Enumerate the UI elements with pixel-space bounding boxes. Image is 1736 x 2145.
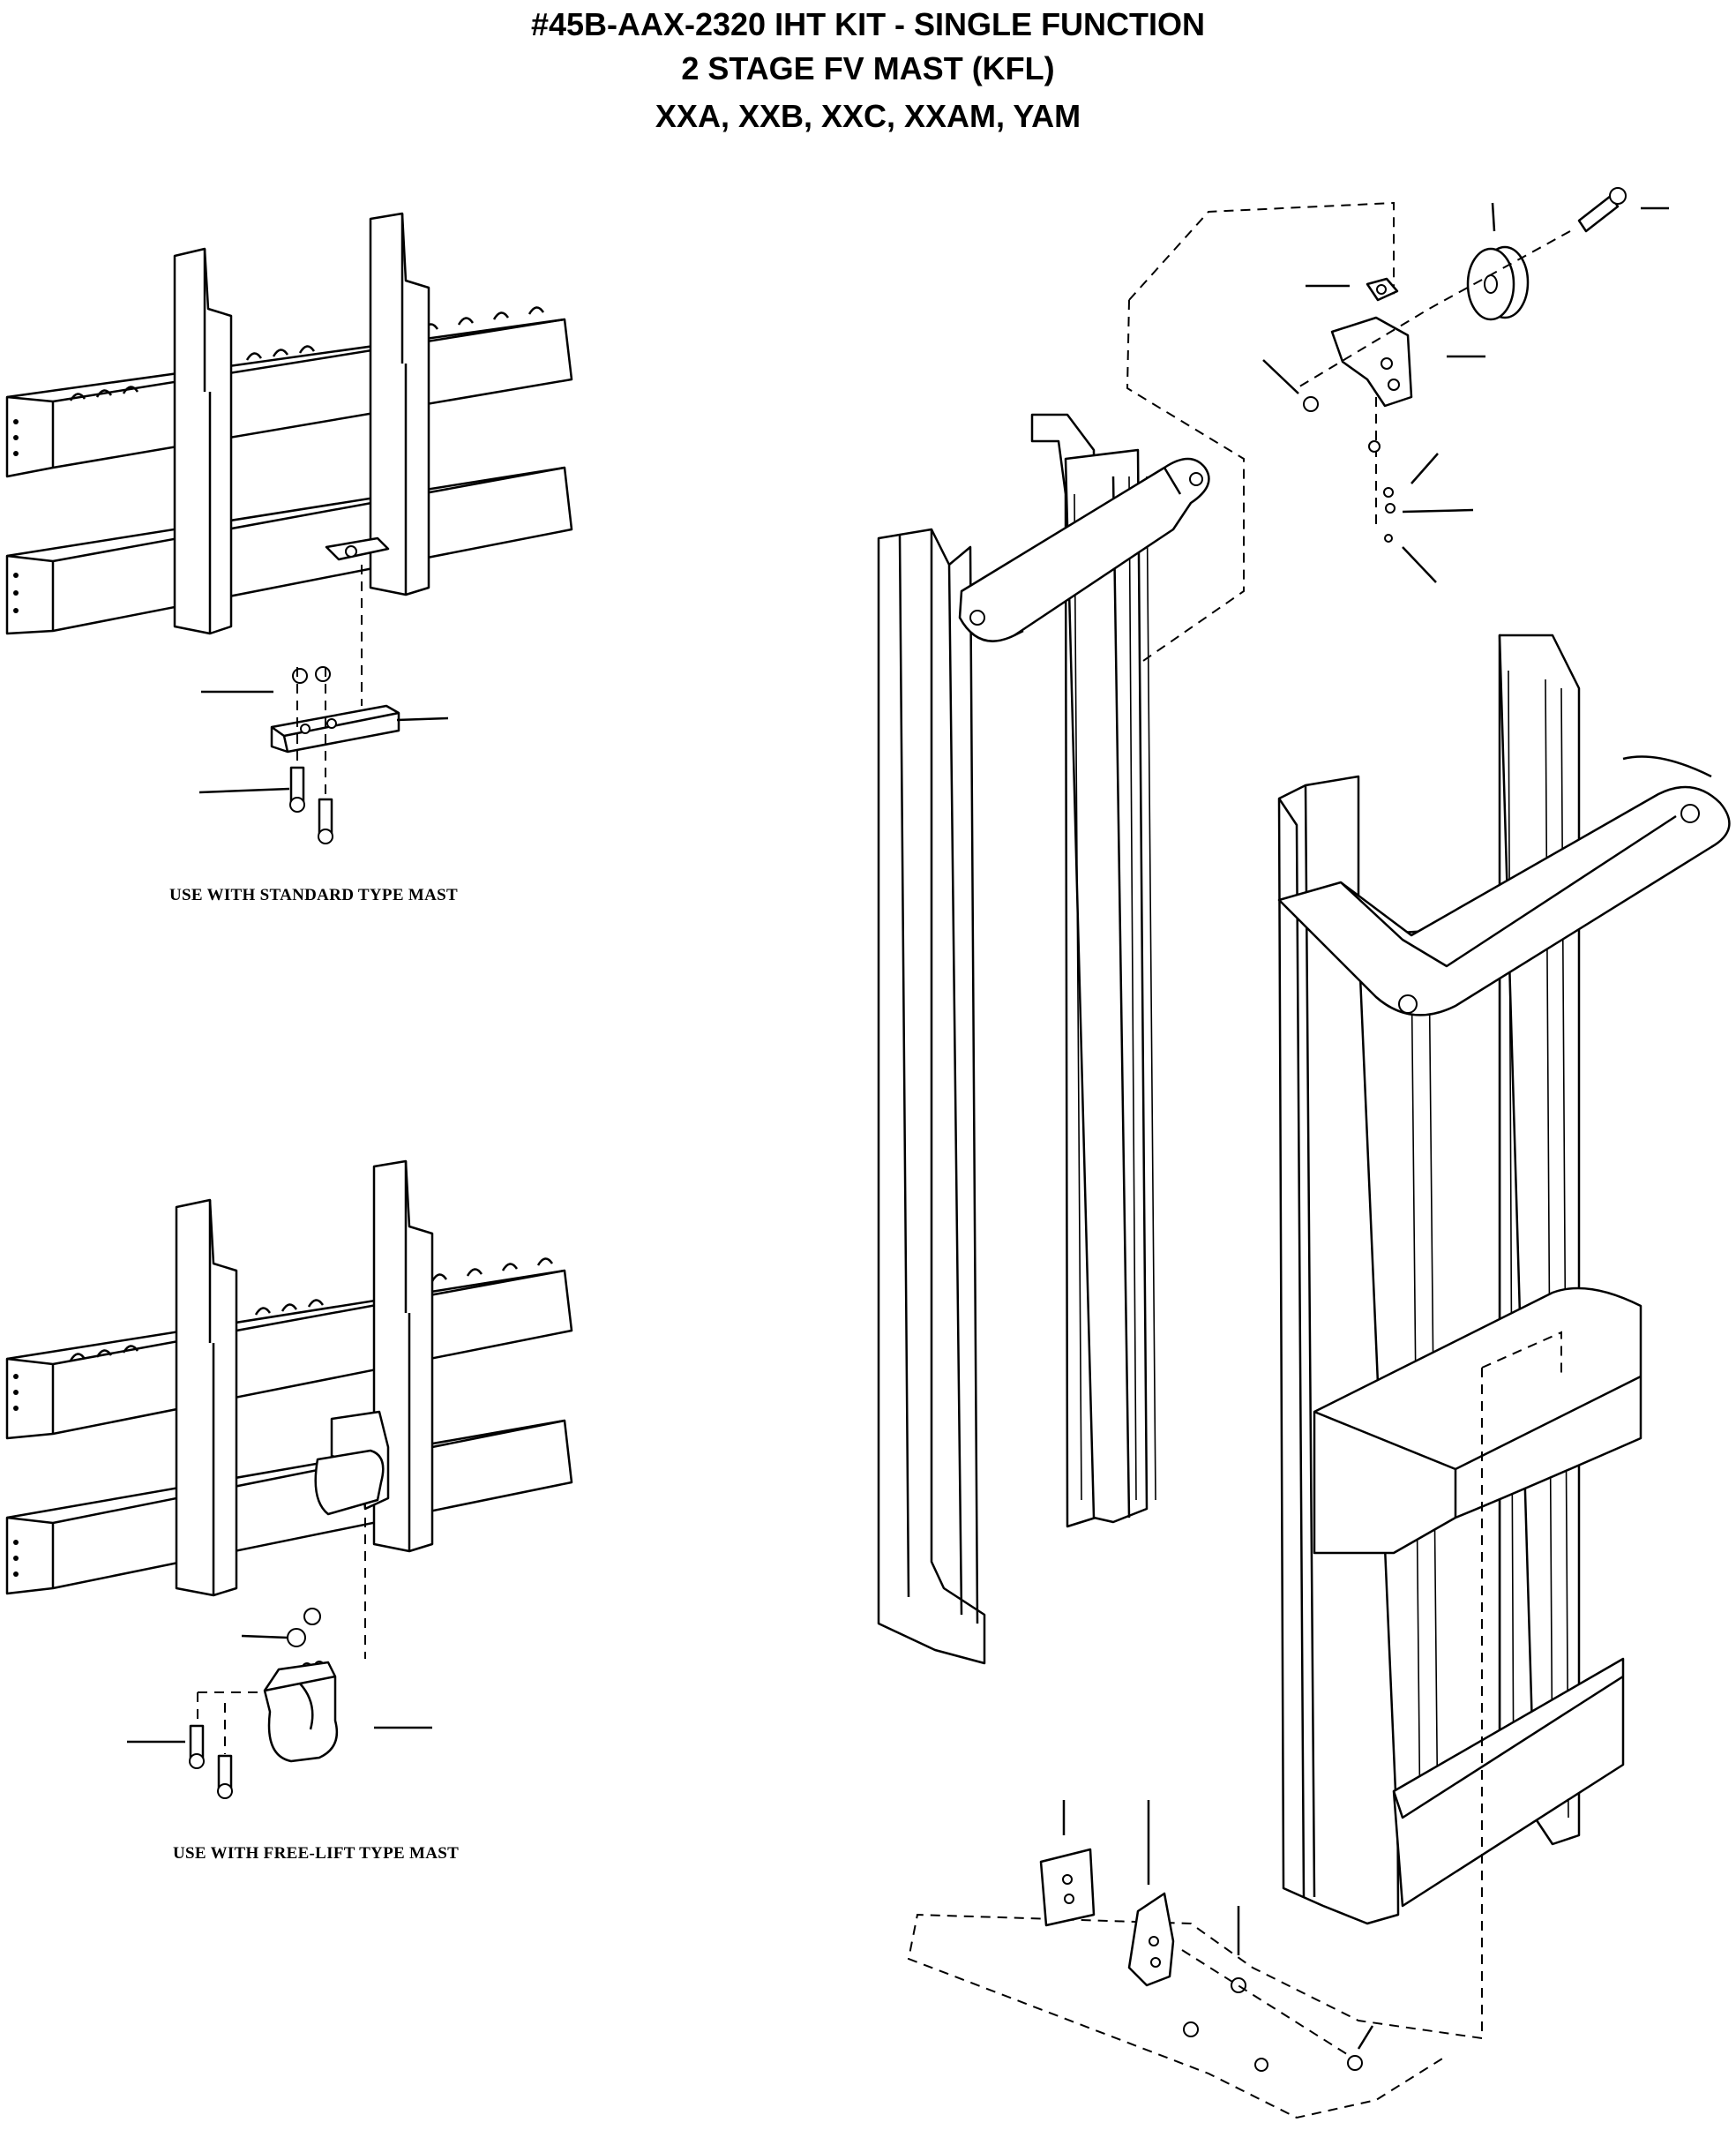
- mounting-bolt: [290, 768, 304, 812]
- inner-mast-channel: [879, 529, 984, 1663]
- mounting-bolt: [218, 1756, 232, 1798]
- hose-routing-path: [909, 1332, 1561, 2118]
- standard-mount-bracket: [326, 538, 388, 559]
- fork-bar-notches: [71, 1258, 552, 1361]
- mounting-bolt: [190, 1726, 204, 1768]
- washer: [1348, 2056, 1362, 2070]
- callout-leader: [199, 789, 289, 792]
- mounting-bolt: [318, 799, 333, 844]
- lower-fork-carriage-bar: [7, 468, 572, 634]
- hose-sheave: [1468, 247, 1528, 319]
- lower-mount-plate: [1041, 1849, 1094, 1925]
- washer: [1304, 397, 1318, 411]
- outer-mast-middle-band: [1314, 1288, 1641, 1553]
- diagram-title-line-3: XXA, XXB, XXC, XXAM, YAM: [655, 98, 1081, 134]
- hose-routing-path: [1127, 203, 1394, 671]
- callout-leader: [1263, 360, 1298, 394]
- diagram-title-line-1: #45B-AAX-2320 IHT KIT - SINGLE FUNCTION: [530, 6, 1206, 42]
- callout-leader: [1493, 203, 1494, 231]
- washer: [304, 1609, 320, 1624]
- sheave-axle-pin: [1579, 188, 1626, 231]
- diagram-title-line-2: 2 STAGE FV MAST (KFL): [681, 50, 1055, 86]
- upper-fork-carriage-bar: [7, 319, 572, 476]
- outer-mast-top-frame: [1279, 787, 1729, 1015]
- washer: [1184, 2022, 1198, 2036]
- mast-top-crossbar: [960, 459, 1208, 641]
- washer: [1255, 2059, 1268, 2071]
- callout-leader: [1411, 454, 1438, 484]
- fork-bar-notches: [71, 307, 543, 401]
- callout-leader: [397, 718, 448, 720]
- callout-leader: [1403, 547, 1436, 582]
- standard-mast-caption: USE WITH STANDARD TYPE MAST: [169, 886, 458, 904]
- hose-sheave-bracket: [1332, 318, 1411, 406]
- callout-leader: [1403, 510, 1473, 512]
- outer-mast-lower-band: [1394, 1659, 1623, 1906]
- washer: [1231, 1978, 1246, 1992]
- callout-leader: [1358, 2026, 1373, 2049]
- callout-leader: [242, 1636, 288, 1638]
- standard-clamp-block: [272, 706, 399, 752]
- free-lift-mast-caption: USE WITH FREE-LIFT TYPE MAST: [173, 1844, 460, 1863]
